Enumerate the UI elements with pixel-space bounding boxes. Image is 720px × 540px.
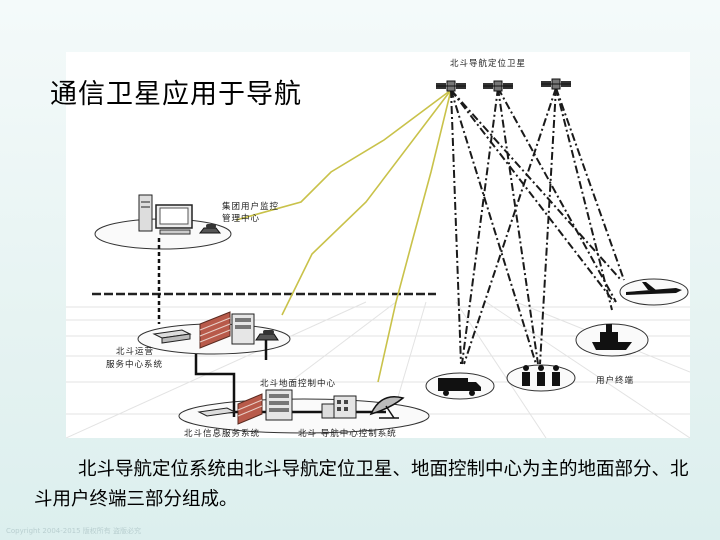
satellite-icon bbox=[436, 80, 466, 92]
satellites-label: 北斗导航定位卫星 bbox=[450, 58, 526, 69]
telephone-icon bbox=[255, 330, 279, 341]
telephone-icon bbox=[198, 224, 222, 234]
server-icon bbox=[231, 313, 255, 345]
nav-control-label: 北斗 导航中心控制系统 bbox=[298, 428, 397, 438]
group-center-label-line1: 集团用户监控 bbox=[222, 201, 279, 212]
aircraft-icon bbox=[626, 282, 682, 295]
ops-center-label-line1: 北斗运营 bbox=[116, 346, 154, 357]
slide-title: 通信卫星应用于导航 bbox=[50, 79, 302, 110]
info-service-label: 北斗信息服务系统 bbox=[184, 428, 260, 438]
people-icon bbox=[522, 365, 560, 386]
satellite-icon bbox=[541, 78, 571, 90]
ship-icon bbox=[592, 324, 632, 350]
satellite-icon bbox=[483, 80, 513, 92]
ground-links bbox=[235, 89, 452, 383]
diagram-panel: 北斗导航定位卫星 集团用户监控 管理中心 北斗运营 服务中心系统 北斗地面控制中… bbox=[66, 52, 690, 438]
firewall-icon bbox=[199, 311, 231, 349]
user-terminal-label: 用户终端 bbox=[596, 375, 634, 386]
truck-icon bbox=[438, 378, 481, 396]
modem-icon bbox=[152, 329, 192, 344]
computer-icon bbox=[138, 194, 193, 235]
server-icon bbox=[265, 389, 293, 421]
ops-center-label-line2: 服务中心系统 bbox=[106, 359, 163, 370]
satellite-links bbox=[450, 87, 625, 365]
dish-antenna-icon bbox=[369, 396, 405, 419]
slide-caption: 北斗导航定位系统由北斗导航定位卫星、地面控制中心为主的地面部分、北斗用户终端三部… bbox=[34, 459, 689, 510]
modem-icon bbox=[197, 407, 237, 417]
ground-control-label: 北斗地面控制中心 bbox=[260, 378, 336, 389]
building-icon bbox=[321, 395, 357, 419]
group-center-label-line2: 管理中心 bbox=[222, 213, 260, 224]
beidou-system-diagram: 北斗导航定位卫星 集团用户监控 管理中心 北斗运营 服务中心系统 北斗地面控制中… bbox=[66, 58, 690, 438]
copyright-notice: Copyright 2004-2015 版权所有 盗版必究 bbox=[6, 527, 142, 535]
firewall-icon bbox=[237, 393, 263, 425]
